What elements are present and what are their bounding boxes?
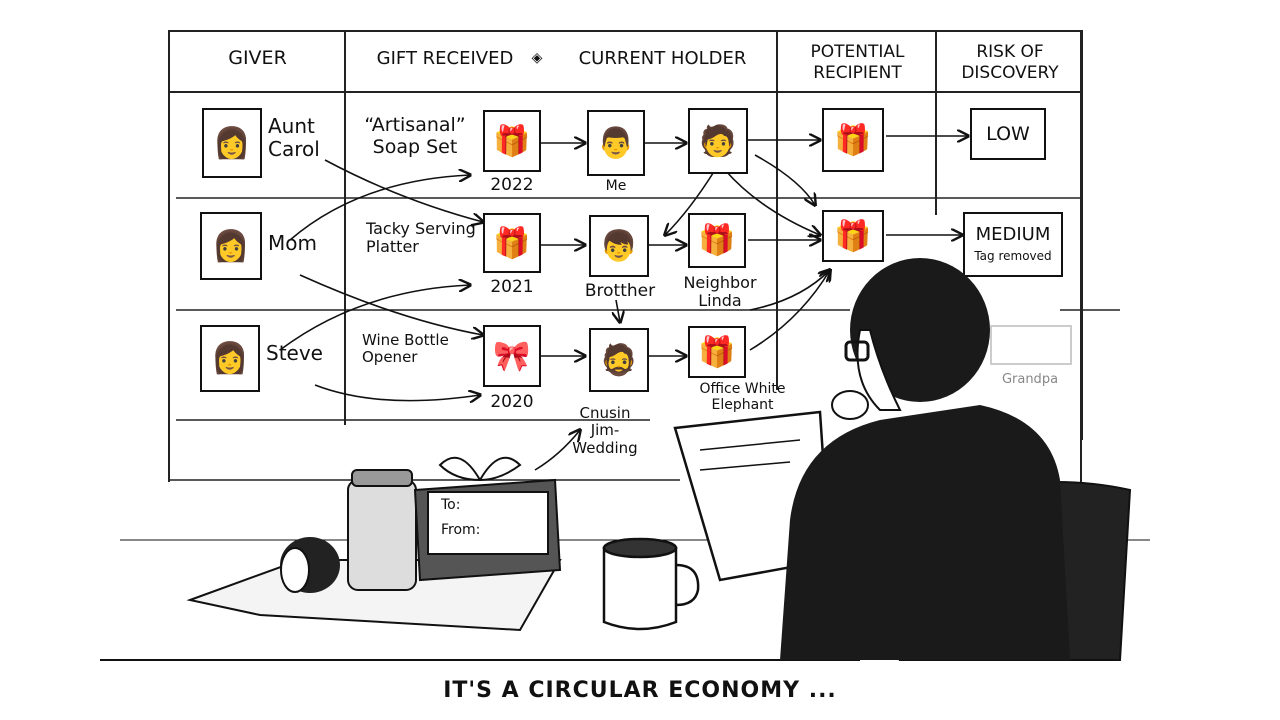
gift-tag-to: To: [441,497,461,513]
holder-brother: Brotther [584,281,656,301]
gift-box-icon: 🎁 [688,326,746,378]
giver-portrait-aunt-carol: 👩 [202,108,262,178]
gift-box-with-tag-icon [413,456,562,582]
holder-cousin-jim: Cnusin Jim- Wedding [572,404,638,457]
person-thinking-icon [780,258,1070,660]
risk-medium: MEDIUM Tag removed [963,212,1063,277]
giver-portrait-mom: 👩 [200,212,262,280]
gift-box-icon: 🎁 [822,210,884,262]
gift-serving-platter: Tacky Serving Platter [366,219,476,257]
caption: IT'S A CIRCULAR ECONOMY ... [443,678,837,703]
year-2022: 2022 [490,175,534,195]
gift-tag-from: From: [441,522,481,538]
giver-mom: Mom [268,231,317,255]
year-2020: 2020 [490,392,534,412]
next-holder-neighbor-linda: Neighbor Linda [683,273,757,311]
giver-aunt-carol: Aunt Carol [268,114,320,161]
risk-faded-box [990,325,1072,365]
header-current-holder: CURRENT HOLDER [578,48,747,69]
gift-box-icon: 🎁 [483,213,541,273]
coffee-mug-icon [602,537,700,631]
jar-icon [347,469,417,591]
header-giver: GIVER [228,47,287,69]
year-2021: 2021 [490,277,534,297]
risk-low: LOW [970,108,1046,160]
gift-box-icon: 🎁 [822,108,884,172]
gift-box-icon: 🎁 [483,110,541,172]
gift-soap-set: “Artisanal” Soap Set [364,114,466,158]
risk-note-grandpa: Grandpa [1001,372,1059,387]
next-holder-office-white-elephant: Office White Elephant [699,381,786,414]
risk-level: MEDIUM [975,224,1051,245]
header-potential-recipient: POTENTIAL RECIPIENT [810,42,905,83]
holder-portrait-cousin-jim: 🧔 [589,328,649,392]
holder-portrait-me: 👨 [587,110,645,176]
gift-box-icon: 🎀 [483,325,541,387]
holder-me: Me [605,178,627,194]
gift-wine-bottle-opener: Wine Bottle Opener [362,331,449,367]
holder-portrait-brother: 👦 [589,215,649,277]
giver-steve: Steve [266,341,323,365]
header-gift-received: GIFT RECEIVED [376,48,514,69]
diamond-icon: ◈ [531,50,543,66]
giver-portrait-steve: 👩 [200,325,260,392]
gift-box-icon: 🎁 [688,213,746,268]
header-risk-of-discovery: RISK OF DISCOVERY [961,42,1059,83]
risk-note: Tag removed [974,249,1052,263]
person-portrait: 🧑 [688,108,748,174]
wrapping-paper-roll-icon [280,537,340,593]
